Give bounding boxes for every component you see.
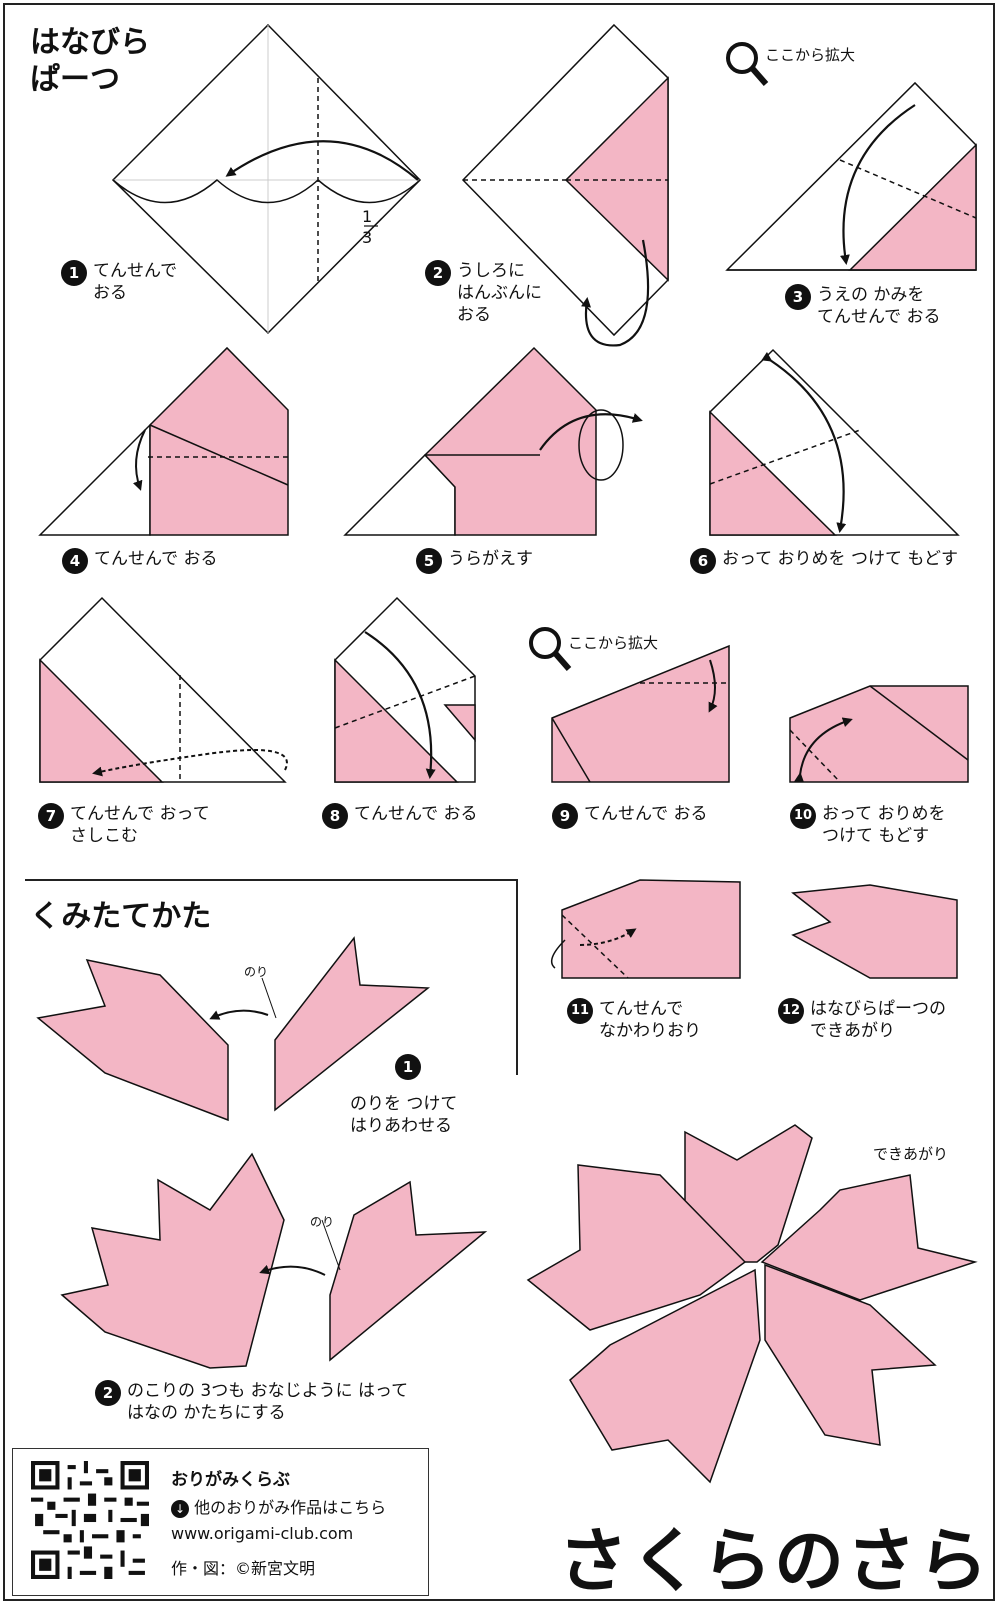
zoom-label-1: ここから拡大 bbox=[765, 46, 856, 64]
qr-code-icon[interactable] bbox=[31, 1461, 149, 1579]
step11-figure bbox=[550, 879, 741, 979]
step-number: 1 bbox=[395, 1054, 421, 1080]
step-number: 11 bbox=[567, 998, 593, 1024]
down-arrow-circle-icon: ↓ bbox=[171, 1499, 189, 1518]
more-works-link[interactable]: ↓ 他のおりがみ作品はこちら bbox=[171, 1494, 386, 1518]
more-works-label: 他のおりがみ作品はこちら bbox=[194, 1498, 387, 1517]
sheet-border bbox=[3, 3, 995, 1601]
step-number: 12 bbox=[778, 998, 804, 1024]
step6-figure bbox=[709, 348, 960, 536]
assembly-step-2: 2 のこりの 3つも おなじように はって はなの かたちにする bbox=[95, 1380, 408, 1424]
step4-figure bbox=[38, 346, 289, 536]
step-text: うらがえす bbox=[448, 549, 533, 569]
step-number: 1 bbox=[61, 260, 87, 286]
step-text: おって おりめを つけて もどす bbox=[722, 549, 959, 569]
step3-figure bbox=[725, 81, 977, 271]
step-text: てんせんで なかわりおり bbox=[599, 999, 701, 1041]
step-number: 9 bbox=[552, 803, 578, 829]
step12-figure bbox=[791, 884, 958, 979]
step-number: 2 bbox=[425, 260, 451, 286]
step-9: 9 てんせんで おる bbox=[552, 803, 708, 829]
section-title-assembly: くみたてかた bbox=[30, 899, 212, 934]
fraction-numerator: 1 bbox=[362, 207, 373, 226]
step-11: 11 てんせんで なかわりおり bbox=[567, 998, 701, 1042]
brand-name: おりがみくらぶ bbox=[171, 1470, 290, 1490]
main-title: さくらのさら bbox=[558, 1520, 990, 1602]
step-text: おって おりめを つけて もどす bbox=[822, 804, 946, 846]
step-text: てんせんで おって さしこむ bbox=[70, 804, 210, 846]
assembly-step-1-number: 1 bbox=[395, 1054, 427, 1080]
assembly-step-1-text: のりを つけて はりあわせる bbox=[350, 1094, 458, 1136]
step-number: 4 bbox=[62, 548, 88, 574]
footer-box: おりがみくらぶ ↓ 他のおりがみ作品はこちら www.origami-club.… bbox=[12, 1448, 429, 1596]
step-number: 2 bbox=[95, 1380, 121, 1406]
step9-figure bbox=[551, 644, 730, 783]
step10-figure bbox=[789, 685, 969, 783]
credit-text: 作・図：©新宮文明 bbox=[171, 1559, 316, 1578]
step-text: うえの かみを てんせんで おる bbox=[817, 285, 941, 327]
step-12: 12 はなびらぱーつの できあがり bbox=[778, 998, 946, 1042]
step-1: 1 てんせんで おる bbox=[61, 260, 177, 304]
magnifier-icon bbox=[726, 42, 769, 86]
section-divider-vertical bbox=[516, 879, 518, 1075]
glue-label: のり bbox=[310, 1215, 335, 1229]
magnifier-icon bbox=[529, 627, 572, 671]
step-number: 7 bbox=[38, 803, 64, 829]
step1-figure bbox=[111, 23, 422, 335]
step-4: 4 てんせんで おる bbox=[62, 548, 218, 574]
step-number: 6 bbox=[690, 548, 716, 574]
step2-figure bbox=[461, 23, 669, 347]
finished-label: できあがり bbox=[873, 1145, 949, 1163]
step-8: 8 てんせんで おる bbox=[322, 803, 478, 829]
step-text: てんせんで おる bbox=[354, 804, 478, 824]
assembly2-figure bbox=[60, 1152, 488, 1369]
step8-figure bbox=[334, 596, 476, 783]
step-10: 10 おって おりめを つけて もどす bbox=[790, 803, 946, 847]
site-url[interactable]: www.origami-club.com bbox=[171, 1524, 354, 1543]
step-text: のこりの 3つも おなじように はって はなの かたちにする bbox=[127, 1381, 409, 1423]
section-title-petal-part: はなびら ぱーつ bbox=[30, 25, 150, 97]
step-text: てんせんで おる bbox=[584, 804, 708, 824]
step-2: 2 うしろに はんぶんに おる bbox=[425, 260, 542, 326]
assembly1-figure bbox=[36, 936, 431, 1122]
fraction-denominator: 3 bbox=[362, 228, 373, 247]
step-number: 8 bbox=[322, 803, 348, 829]
step-text: てんせんで おる bbox=[93, 261, 178, 303]
step-3: 3 うえの かみを てんせんで おる bbox=[785, 284, 941, 328]
step-text: はなびらぱーつの できあがり bbox=[810, 999, 946, 1041]
step-text: てんせんで おる bbox=[94, 549, 218, 569]
step5-figure bbox=[343, 346, 643, 536]
step-6: 6 おって おりめを つけて もどす bbox=[690, 548, 958, 574]
step-number: 5 bbox=[416, 548, 442, 574]
step7-figure bbox=[39, 596, 288, 783]
step-7: 7 てんせんで おって さしこむ bbox=[38, 803, 210, 847]
step-number: 10 bbox=[790, 803, 816, 829]
zoom-label-2: ここから拡大 bbox=[568, 634, 659, 652]
glue-label: のり bbox=[244, 965, 269, 979]
step-number: 3 bbox=[785, 284, 811, 310]
section-divider bbox=[25, 879, 517, 881]
step-5: 5 うらがえす bbox=[416, 548, 533, 574]
step-text: うしろに はんぶんに おる bbox=[457, 261, 542, 325]
finished-flower-figure bbox=[526, 1124, 978, 1484]
